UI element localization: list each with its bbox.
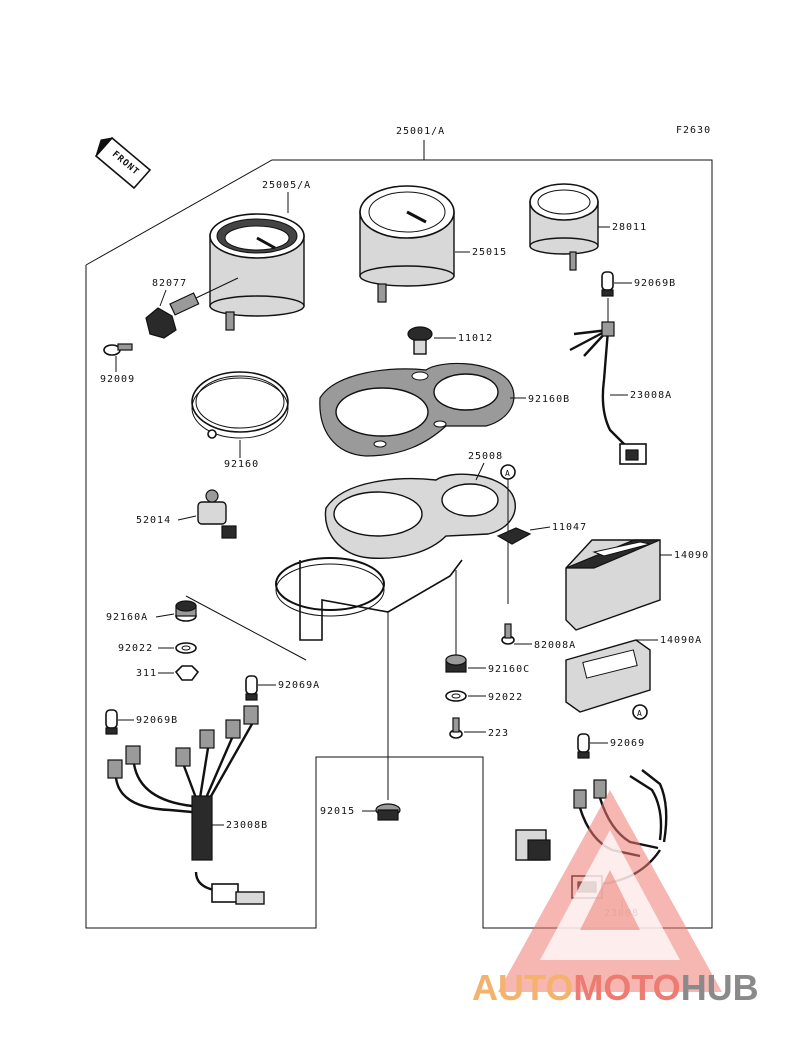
bolt-82008a bbox=[501, 623, 515, 645]
callout-11012: 11012 bbox=[458, 333, 493, 344]
callout-92160b: 92160B bbox=[528, 394, 570, 405]
cover-14090 bbox=[565, 539, 661, 631]
callout-14090a: 14090A bbox=[660, 635, 702, 646]
callout-223: 223 bbox=[488, 728, 509, 739]
bracket-11047 bbox=[496, 527, 532, 545]
bulb-92069a bbox=[245, 675, 258, 701]
callout-92069b-left: 92069B bbox=[136, 715, 178, 726]
bulb-92069b-left bbox=[105, 709, 118, 735]
assembly-label: 25001/A bbox=[396, 126, 445, 137]
watermark-hub: HUB bbox=[681, 967, 759, 1008]
callout-82008a: 82008A bbox=[534, 640, 576, 651]
callout-92160: 92160 bbox=[224, 459, 259, 470]
callout-25015: 25015 bbox=[472, 247, 507, 258]
ring-gasket bbox=[191, 371, 289, 439]
callout-a-top: A bbox=[505, 469, 510, 478]
harness-23008b bbox=[107, 705, 265, 905]
watermark-auto: AUTO bbox=[472, 967, 573, 1008]
callout-92069a: 92069A bbox=[278, 680, 320, 691]
callout-14090: 14090 bbox=[674, 550, 709, 561]
front-arrow-icon: FRONT bbox=[94, 136, 152, 190]
grommet-92015 bbox=[375, 628, 401, 821]
watermark-moto: MOTO bbox=[573, 967, 680, 1008]
clip-11012 bbox=[407, 326, 433, 355]
cushion-plate bbox=[319, 362, 515, 457]
screw-92009 bbox=[103, 343, 133, 356]
callout-311: 311 bbox=[136, 668, 157, 679]
callout-82077: 82077 bbox=[152, 278, 187, 289]
callout-52014: 52014 bbox=[136, 515, 171, 526]
left-fastener-stack bbox=[174, 600, 200, 681]
automotohub-watermark: AUTOMOTOHUB bbox=[472, 790, 759, 1008]
callout-23008b: 23008B bbox=[226, 820, 268, 831]
harness-23008a bbox=[569, 298, 647, 465]
trip-reset-knob bbox=[145, 277, 239, 339]
tachometer-gauge bbox=[209, 213, 305, 331]
bulb-92069b-top bbox=[601, 271, 614, 297]
callout-23008a: 23008A bbox=[630, 390, 672, 401]
figure-code: F2630 bbox=[676, 125, 711, 136]
callout-25008: 25008 bbox=[468, 451, 503, 462]
callout-92022-left: 92022 bbox=[118, 643, 153, 654]
callout-92160a: 92160A bbox=[106, 612, 148, 623]
sensor-52014 bbox=[197, 489, 237, 539]
callout-92022-right: 92022 bbox=[488, 692, 523, 703]
ref-marker-a-bottom: A bbox=[632, 704, 648, 720]
callout-28011: 28011 bbox=[612, 222, 647, 233]
callout-11047: 11047 bbox=[552, 522, 587, 533]
callout-92160c: 92160C bbox=[488, 664, 530, 675]
callout-92069b-top: 92069B bbox=[634, 278, 676, 289]
svg-text:AUTOMOTOHUB: AUTOMOTOHUB bbox=[472, 967, 759, 1008]
panel-14090a bbox=[565, 639, 651, 713]
callout-92069: 92069 bbox=[610, 738, 645, 749]
callout-25005a: 25005/A bbox=[262, 180, 311, 191]
right-fastener-stack bbox=[445, 570, 467, 739]
callout-92009: 92009 bbox=[100, 374, 135, 385]
callout-a-bottom: A bbox=[637, 709, 642, 718]
assembly-bracket bbox=[85, 140, 713, 929]
small-gauge bbox=[529, 183, 599, 271]
meter-bracket bbox=[275, 473, 516, 641]
callout-92015: 92015 bbox=[320, 806, 355, 817]
bulb-92069 bbox=[577, 733, 590, 759]
speedometer-gauge bbox=[359, 185, 455, 303]
